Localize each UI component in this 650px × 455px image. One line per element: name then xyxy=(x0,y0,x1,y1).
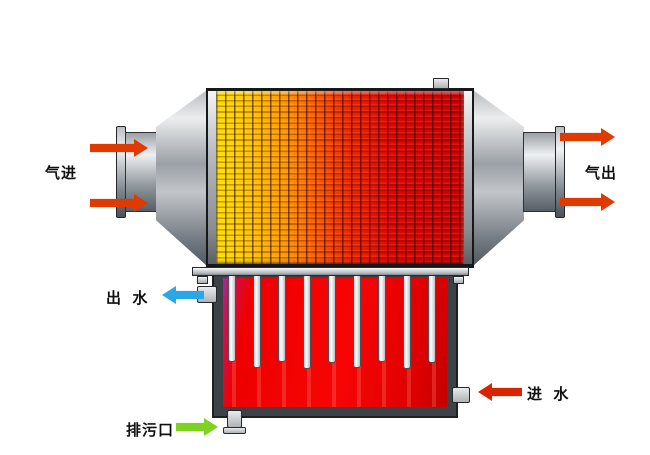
water-tube xyxy=(303,274,311,369)
plate-left-bolt-tab xyxy=(197,276,208,284)
water-inlet-stub xyxy=(452,387,470,403)
water-tube xyxy=(428,274,436,363)
drain-label: 排污口 xyxy=(126,422,175,439)
gas-out-arrow-2 xyxy=(560,193,615,211)
gas-outlet-flange xyxy=(555,126,565,218)
water-tube xyxy=(353,274,361,368)
tube-sheet-plate xyxy=(192,267,469,276)
water-tube xyxy=(403,274,411,369)
plate-right-bolt-tab xyxy=(453,276,464,284)
water-tube xyxy=(378,274,386,362)
gas-outlet-cone xyxy=(473,90,524,266)
gas-in-label: 气进 xyxy=(45,165,78,182)
gas-inlet-cone xyxy=(156,90,207,266)
water-in-arrow xyxy=(478,383,522,401)
drain-arrow xyxy=(176,418,218,436)
drum-shell xyxy=(206,88,474,268)
drain-stub xyxy=(227,410,242,428)
drum-left-tubesheet xyxy=(208,91,216,264)
water-tube xyxy=(253,274,261,368)
water-in-label: 进 水 xyxy=(527,386,570,403)
water-tube xyxy=(328,274,336,363)
drum-top-fitting xyxy=(433,78,449,89)
water-tube xyxy=(278,274,286,362)
water-tube xyxy=(228,274,236,362)
drain-stub-flange xyxy=(223,427,246,434)
drum-right-tubesheet xyxy=(464,91,472,264)
water-out-label: 出 水 xyxy=(106,290,149,307)
gas-out-label: 气出 xyxy=(585,165,618,182)
gas-out-arrow-1 xyxy=(560,128,615,146)
drum-finned-tubes xyxy=(216,91,464,264)
gas-outlet-pipe xyxy=(523,132,556,212)
